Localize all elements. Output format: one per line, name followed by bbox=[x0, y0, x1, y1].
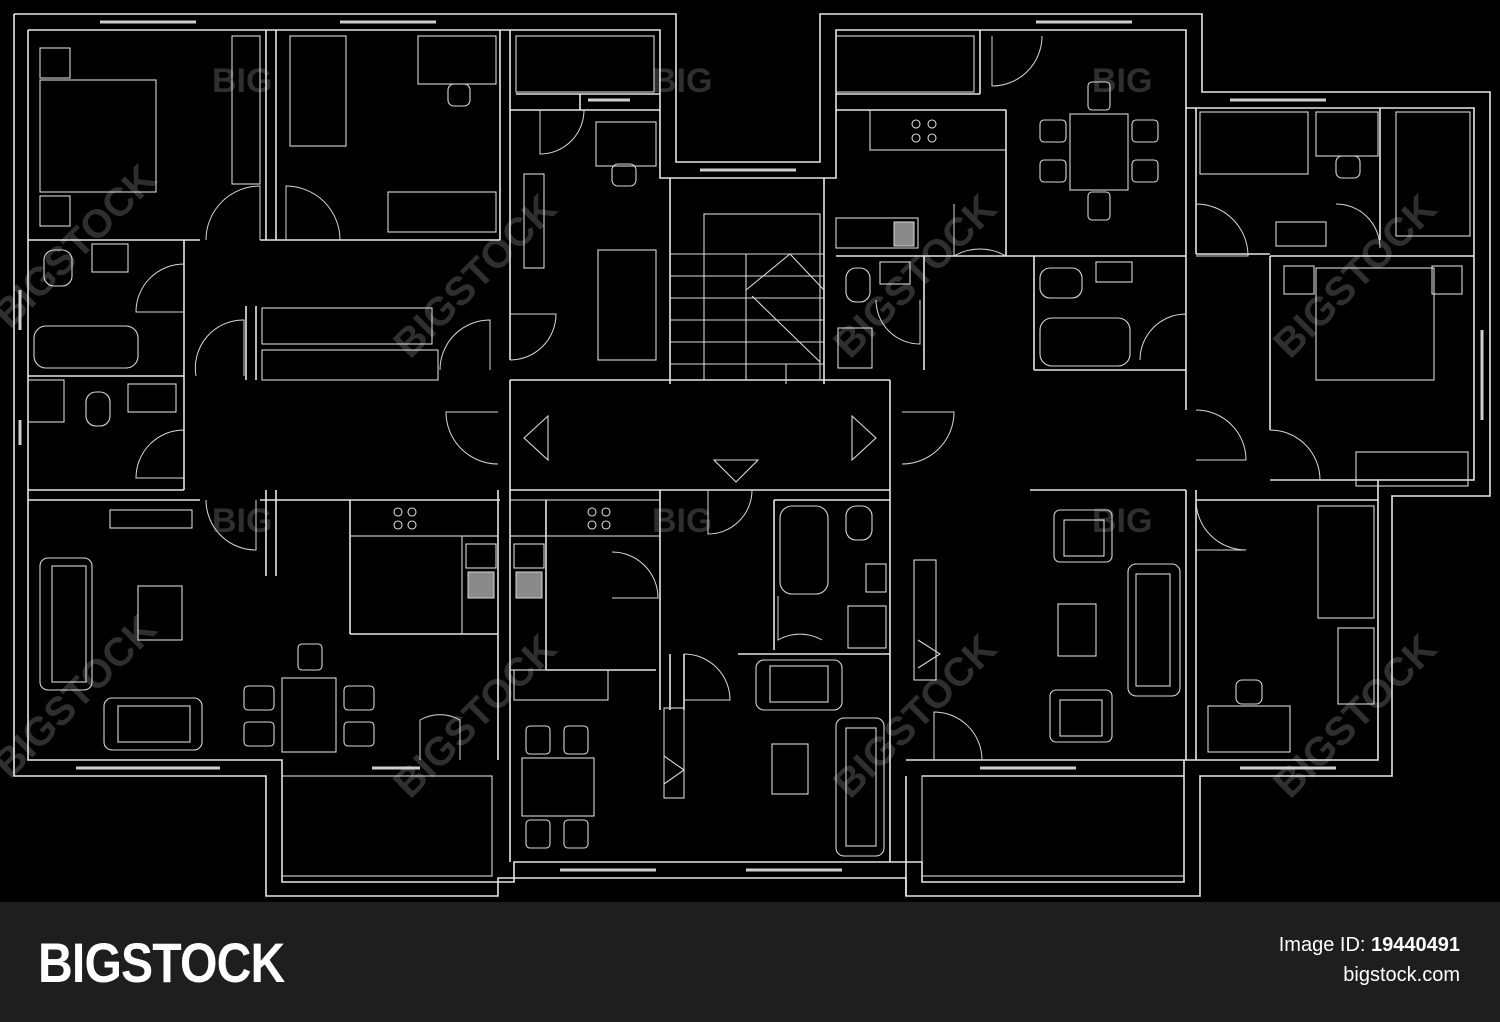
bigstock-logo: BIGSTOCK bbox=[38, 931, 285, 994]
balconies bbox=[281, 35, 1471, 877]
watermark-bigstock: BIGSTOCK bbox=[385, 626, 565, 806]
windows bbox=[18, 20, 1484, 872]
watermark-big: BIG bbox=[212, 502, 272, 540]
hall-arrows bbox=[523, 414, 877, 483]
floor-plan-svg: BIG BIG BIG BIG BIG BIG BIGSTOCK BIGSTOC… bbox=[0, 13, 1491, 897]
image-id-line: Image ID: 19440491 bbox=[1279, 932, 1460, 958]
image-id-label: Image ID: bbox=[1278, 934, 1366, 956]
furniture-center bbox=[509, 121, 887, 857]
watermark-big: BIG bbox=[1092, 502, 1152, 540]
staircase bbox=[670, 213, 825, 384]
floor-plan-drawing: BIG BIG BIG BIG BIG BIG BIGSTOCK BIGSTOC… bbox=[0, 13, 1491, 897]
watermark-big: BIG bbox=[652, 502, 712, 540]
stock-footer-bar: BIGSTOCK Image ID: 19440491 bigstock.com bbox=[0, 902, 1500, 1022]
furniture-right bbox=[835, 81, 1469, 753]
doors bbox=[135, 35, 1381, 761]
site-url-link[interactable]: bigstock.com bbox=[1343, 964, 1460, 986]
watermark-big: BIG bbox=[652, 62, 712, 100]
interior-walls-center bbox=[509, 30, 891, 862]
watermark-bigstock: BIGSTOCK bbox=[825, 186, 1005, 366]
outer-walls bbox=[13, 13, 1491, 897]
watermark-bigstock: BIGSTOCK bbox=[1265, 186, 1445, 366]
watermark-big: BIG bbox=[1092, 62, 1152, 100]
watermark-bigstock: BIGSTOCK bbox=[0, 156, 165, 336]
watermark-bigstock: BIGSTOCK bbox=[1265, 626, 1445, 806]
image-id-value: 19440491 bbox=[1371, 934, 1460, 956]
watermark-big: BIG bbox=[212, 62, 272, 100]
watermark-bigstock: BIGSTOCK bbox=[385, 186, 565, 366]
furniture-left bbox=[27, 35, 499, 753]
